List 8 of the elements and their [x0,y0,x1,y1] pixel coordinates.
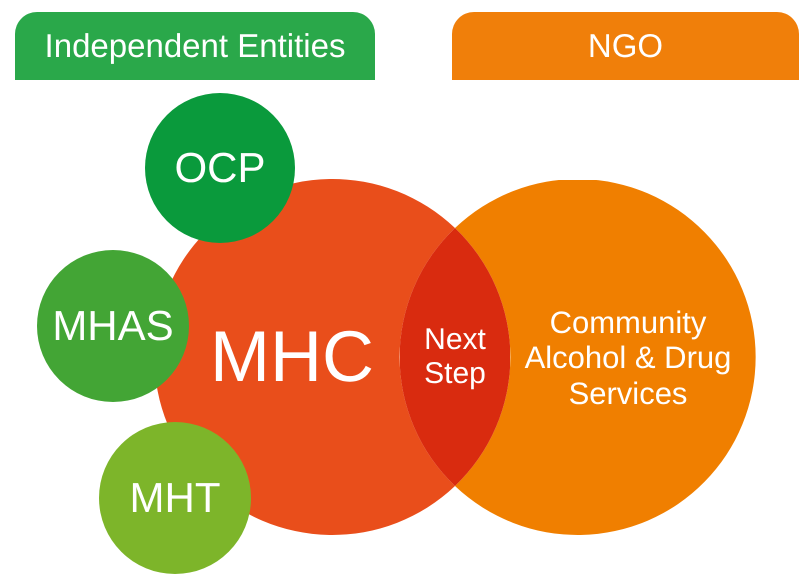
entity-circle: MHAS [37,250,189,402]
region-label: Community Alcohol & Drug Services [524,304,732,412]
region-label: Next Step [423,322,487,392]
entity-circle: MHT [99,422,251,574]
section-tab: NGO [452,12,799,80]
entity-circle: OCP [145,93,295,243]
section-tab: Independent Entities [15,12,375,80]
region-label: MHC [210,316,374,398]
